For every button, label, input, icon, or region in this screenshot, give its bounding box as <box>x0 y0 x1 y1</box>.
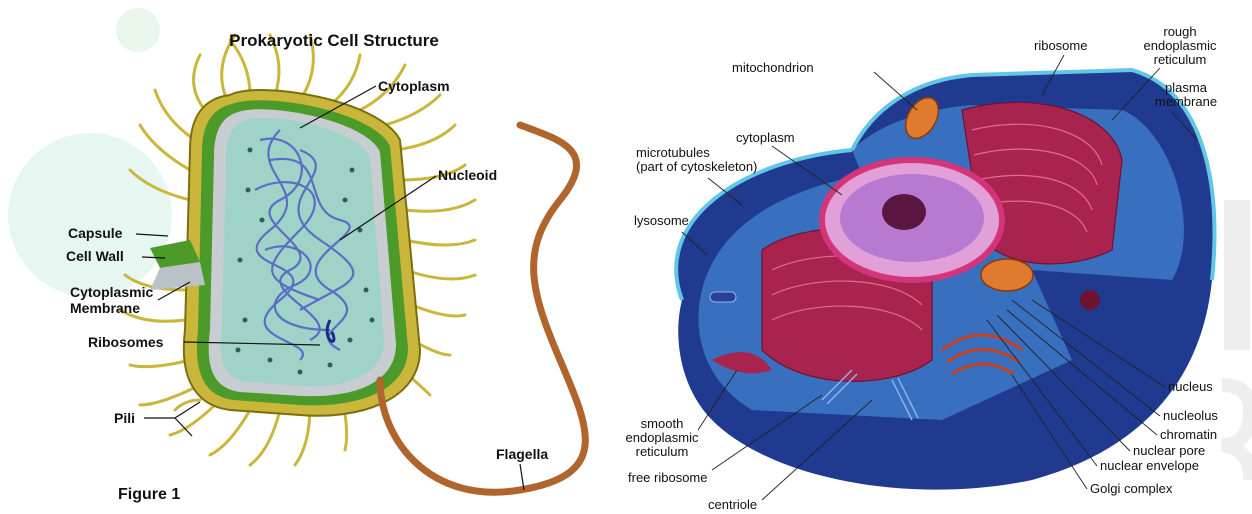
label-flagella: Flagella <box>496 446 548 462</box>
label-nucleolus: nucleolus <box>1163 408 1218 423</box>
leader-flagella <box>520 464 524 490</box>
prokaryote-title: Prokaryotic Cell Structure <box>229 31 439 50</box>
label-free-ribosome: free ribosome <box>628 470 707 485</box>
label-nucleoid: Nucleoid <box>438 167 497 183</box>
mitochondrion-2 <box>981 259 1033 291</box>
background-letter <box>1222 385 1250 480</box>
nucleolus <box>882 194 926 230</box>
label-cell-wall: Cell Wall <box>66 248 124 264</box>
label-cytoplasm: cytoplasm <box>736 130 795 145</box>
eukaryotic-cell-diagram: mitochondrion ribosome rough endoplasmic… <box>612 0 1252 514</box>
background-letter <box>1224 200 1250 350</box>
label-capsule: Capsule <box>68 225 123 241</box>
prokaryotic-cell-panel: Prokaryotic Cell Structure Figure 1 Cyto… <box>0 0 612 514</box>
eukaryotic-cell-panel: mitochondrion ribosome rough endoplasmic… <box>612 0 1252 514</box>
decorative-circle <box>8 133 172 297</box>
label-plasma-membrane-1: plasma <box>1165 80 1208 95</box>
label-nuclear-pore: nuclear pore <box>1133 443 1205 458</box>
label-nucleus: nucleus <box>1168 379 1213 394</box>
label-cytoplasmic-membrane-1: Cytoplasmic <box>70 284 153 300</box>
label-rough-er-2: endoplasmic <box>1144 38 1217 53</box>
figure-caption: Figure 1 <box>118 486 180 503</box>
label-centriole: centriole <box>708 497 757 512</box>
label-cytoplasm: Cytoplasm <box>378 78 450 94</box>
label-chromatin: chromatin <box>1160 427 1217 442</box>
centriole-structure <box>710 292 736 302</box>
label-smooth-er-1: smooth <box>641 416 684 431</box>
label-microtubules-1: microtubules <box>636 145 710 160</box>
label-pili: Pili <box>114 410 135 426</box>
lysosome-organelle <box>1080 290 1100 310</box>
label-mitochondrion: mitochondrion <box>732 60 814 75</box>
label-ribosome: ribosome <box>1034 38 1087 53</box>
decorative-circle <box>116 8 160 52</box>
prokaryotic-cell-diagram: Prokaryotic Cell Structure Figure 1 Cyto… <box>0 0 612 514</box>
label-golgi-complex: Golgi complex <box>1090 481 1173 496</box>
label-nuclear-envelope: nuclear envelope <box>1100 458 1199 473</box>
label-rough-er-3: reticulum <box>1154 52 1207 67</box>
label-plasma-membrane-2: membrane <box>1155 94 1217 109</box>
label-microtubules-2: (part of cytoskeleton) <box>636 159 757 174</box>
label-cytoplasmic-membrane-2: Membrane <box>70 300 140 316</box>
label-lysosome: lysosome <box>634 213 689 228</box>
label-smooth-er-2: endoplasmic <box>626 430 699 445</box>
label-smooth-er-3: reticulum <box>636 444 689 459</box>
label-rough-er-1: rough <box>1163 24 1196 39</box>
label-ribosomes: Ribosomes <box>88 334 164 350</box>
